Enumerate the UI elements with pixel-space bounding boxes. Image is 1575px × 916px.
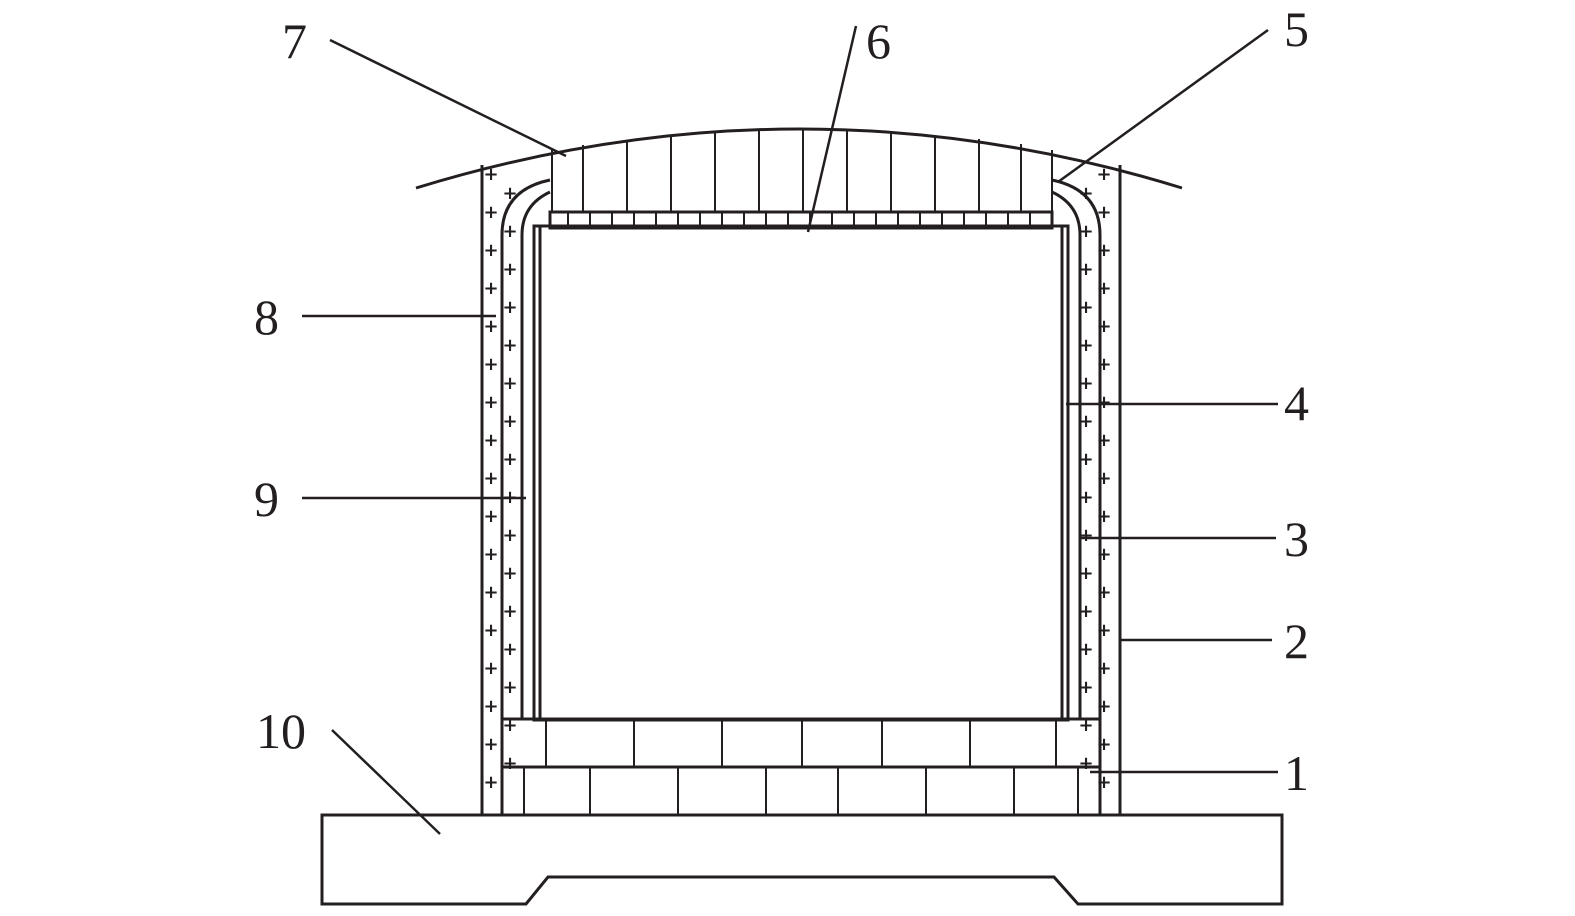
callout-4: 4 (1284, 375, 1309, 431)
insulation-marker: + (1096, 506, 1111, 527)
insulation-marker: + (483, 430, 498, 451)
insulation-fill-right: +++++++++++++++++++++++++++++++++ (1078, 164, 1111, 793)
insulation-marker: + (502, 221, 517, 242)
callout-3: 3 (1284, 511, 1309, 567)
insulation-marker: + (1096, 772, 1111, 793)
insulation-marker: + (1078, 373, 1093, 394)
insulation-marker: + (483, 734, 498, 755)
insulation-marker: + (483, 316, 498, 337)
callout-10: 10 (256, 703, 306, 759)
insulation-marker: + (483, 278, 498, 299)
insulation-marker: + (1096, 202, 1111, 223)
insulation-marker: + (483, 582, 498, 603)
leader-line-7 (329, 38, 567, 158)
insulation-marker: + (502, 601, 517, 622)
roof-arch (415, 127, 1183, 190)
roof-bricks (551, 129, 1053, 212)
insulation-marker: + (1078, 411, 1093, 432)
insulation-marker: + (1096, 316, 1111, 337)
insulation-marker: + (502, 335, 517, 356)
leader-line-6 (806, 25, 858, 233)
callout-7: 7 (282, 13, 307, 69)
foundation-base (320, 813, 1284, 906)
hearth-bricks (500, 717, 1102, 815)
callout-5: 5 (1284, 1, 1309, 57)
insulation-marker: + (483, 354, 498, 375)
insulation-marker: + (1096, 696, 1111, 717)
insulation-marker: + (1096, 392, 1111, 413)
insulation-marker: + (1078, 601, 1093, 622)
insulation-marker: + (502, 373, 517, 394)
insulation-marker: + (502, 715, 517, 736)
insulation-marker: + (483, 468, 498, 489)
insulation-marker: + (1078, 449, 1093, 470)
insulation-fill-left: +++++++++++++++++++++++++++++++++ (483, 164, 517, 793)
insulation-marker: + (1096, 164, 1111, 185)
insulation-marker: + (502, 639, 517, 660)
insulation-marker: + (502, 259, 517, 280)
insulation-marker: + (1096, 658, 1111, 679)
leader-line-10 (331, 729, 441, 835)
insulation-marker: + (1078, 677, 1093, 698)
insulation-marker: + (483, 658, 498, 679)
callout-2: 2 (1284, 613, 1309, 669)
inner-lining (500, 178, 1102, 815)
insulation-marker: + (1078, 297, 1093, 318)
insulation-marker: + (1078, 753, 1093, 774)
insulation-marker: + (1096, 620, 1111, 641)
insulation-marker: + (483, 620, 498, 641)
insulation-marker: + (1078, 183, 1093, 204)
insulation-marker: + (1078, 639, 1093, 660)
outer-shell (480, 165, 1122, 815)
insulation-marker: + (1096, 430, 1111, 451)
leader-line-5 (1057, 28, 1269, 184)
insulation-marker: + (1078, 525, 1093, 546)
insulation-marker: + (1078, 335, 1093, 356)
insulation-marker: + (483, 202, 498, 223)
insulation-marker: + (1078, 715, 1093, 736)
insulation-marker: + (1078, 563, 1093, 584)
insulation-marker: + (1096, 468, 1111, 489)
insulation-marker: + (1096, 354, 1111, 375)
heating-chamber (532, 224, 1070, 722)
insulation-marker: + (502, 525, 517, 546)
insulation-marker: + (502, 297, 517, 318)
insulation-marker: + (502, 411, 517, 432)
insulation-marker: + (483, 164, 498, 185)
insulation-marker: + (1078, 487, 1093, 508)
insulation-marker: + (502, 677, 517, 698)
insulation-marker: + (483, 392, 498, 413)
callout-1: 1 (1284, 745, 1309, 801)
insulation-marker: + (483, 696, 498, 717)
insulation-marker: + (1096, 734, 1111, 755)
insulation-marker: + (483, 772, 498, 793)
insulation-marker: + (1096, 582, 1111, 603)
roof-seal-strip (548, 210, 1054, 230)
insulation-marker: + (483, 240, 498, 261)
callout-8: 8 (254, 289, 279, 345)
insulation-marker: + (1078, 259, 1093, 280)
callout-6: 6 (866, 13, 891, 69)
insulation-marker: + (1096, 278, 1111, 299)
insulation-marker: + (502, 449, 517, 470)
insulation-marker: + (483, 544, 498, 565)
insulation-marker: + (502, 753, 517, 774)
insulation-marker: + (1096, 240, 1111, 261)
leader-lines (302, 25, 1278, 835)
insulation-marker: + (483, 506, 498, 527)
insulation-marker: + (1078, 221, 1093, 242)
insulation-marker: + (502, 183, 517, 204)
insulation-marker: + (1096, 544, 1111, 565)
insulation-marker: + (502, 563, 517, 584)
chamber-wall (520, 190, 1082, 720)
callout-9: 9 (254, 471, 279, 527)
